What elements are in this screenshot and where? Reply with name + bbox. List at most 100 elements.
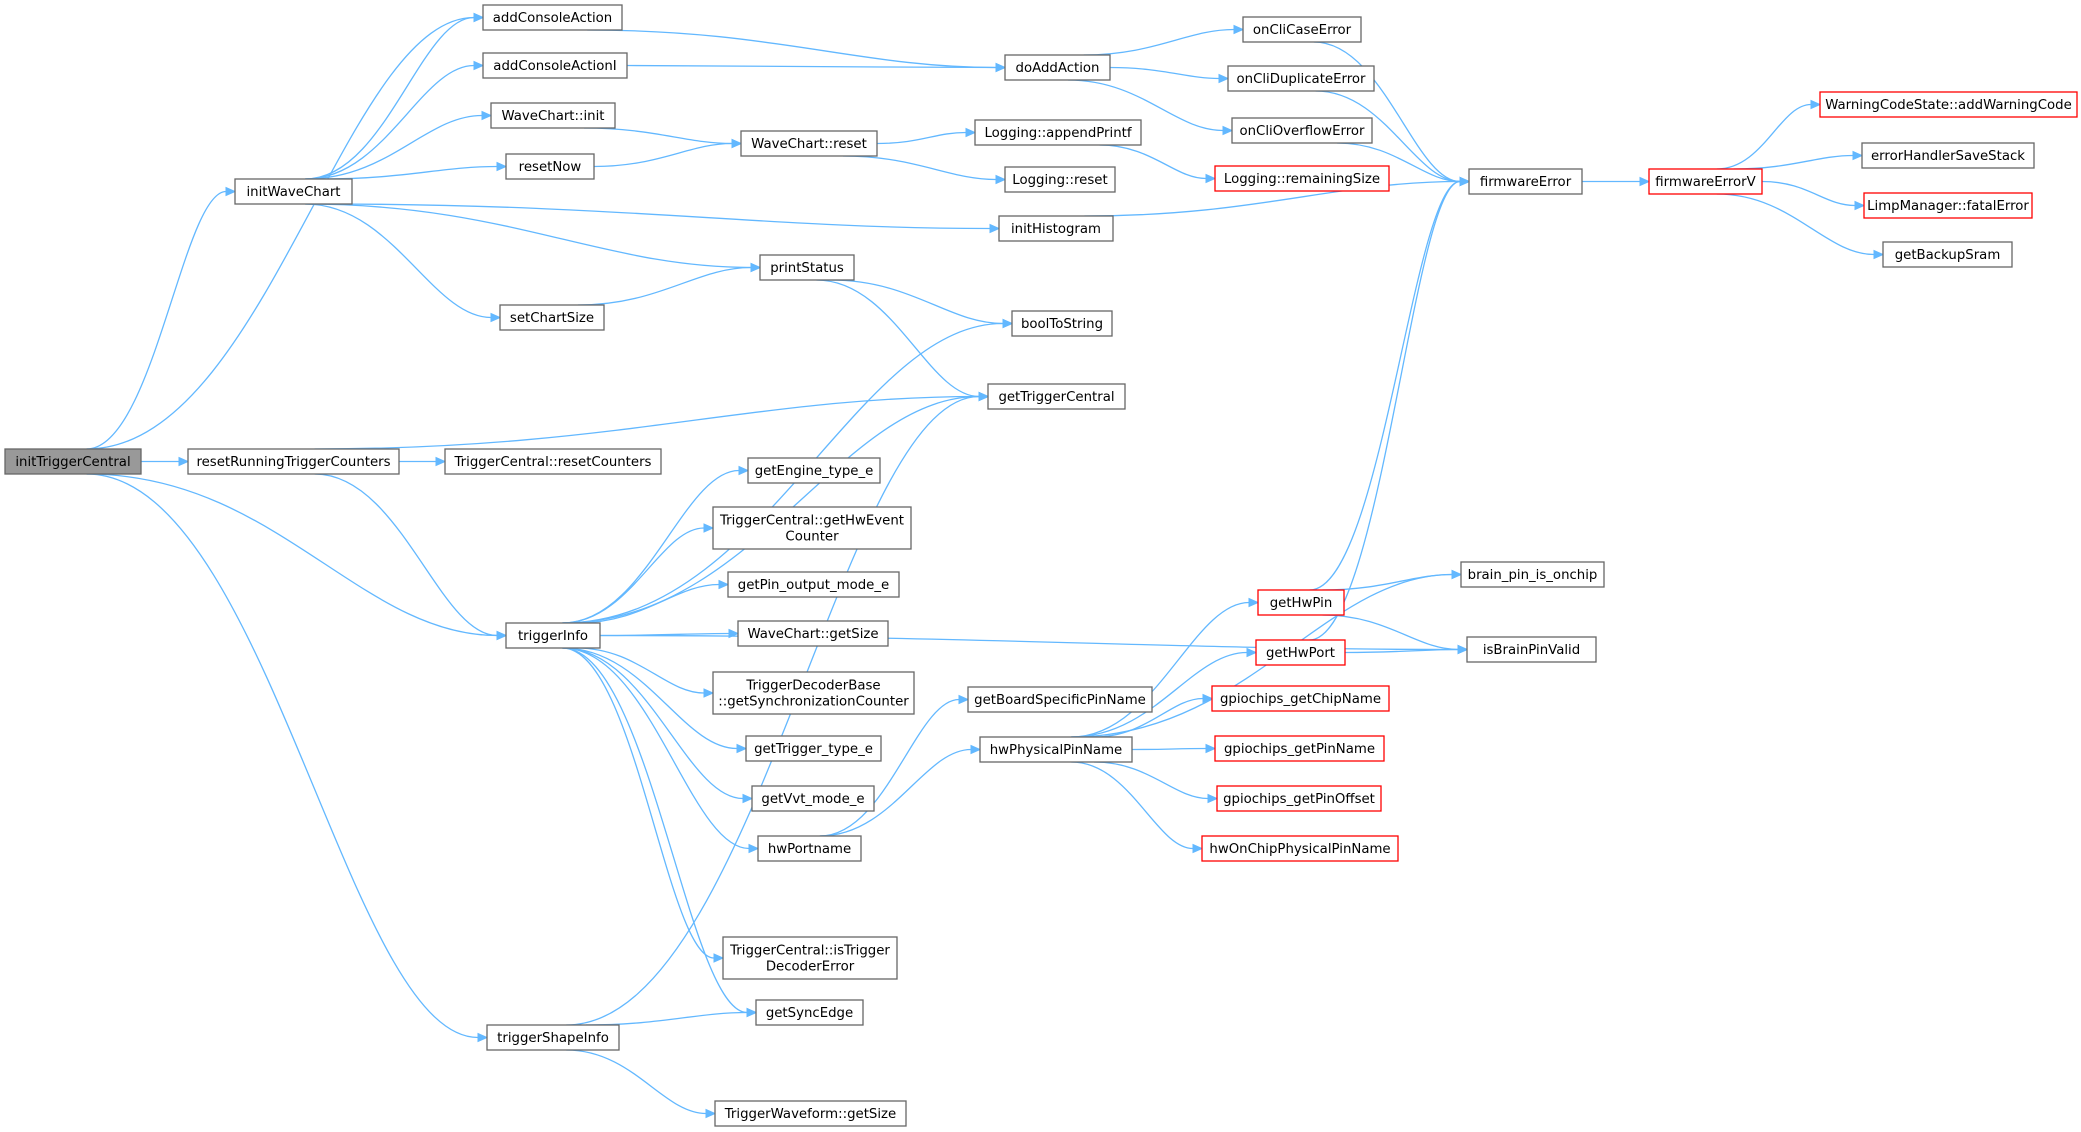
node-label: gpiochips_getPinOffset [1223,792,1375,807]
edge-print-status-to-bool-to-string [830,279,1014,329]
edge-line [1083,28,1235,56]
node-get-vvt-mode-e[interactable]: getVvt_mode_e [751,785,875,812]
node-wave-chart-get-size[interactable]: WaveChart::getSize [737,620,889,647]
node-logging-append-printf[interactable]: Logging::appendPrintf [974,119,1142,146]
edge-line [1309,180,1461,641]
node-do-add-action[interactable]: doAddAction [1004,54,1111,81]
node-warning-code-state-add-warning-code[interactable]: WarningCodeState::addWarningCode [1819,91,2078,118]
edge-hw-portname-to-get-board-specific-pin-name [819,694,970,837]
edge-hw-physical-pin-name-to-gpiochips-get-pin-name [1131,743,1217,754]
node-box [1004,166,1116,193]
node-init-trigger-central[interactable]: initTriggerCentral [4,448,142,475]
node-box [1863,192,2033,219]
edge-line [1322,573,1453,591]
node-add-console-action[interactable]: addConsoleAction [482,4,623,31]
edge-arrowhead [989,223,1001,234]
node-get-backup-sram[interactable]: getBackupSram [1882,241,2013,268]
node-wave-chart-init[interactable]: WaveChart::init [490,102,616,129]
node-init-wave-chart[interactable]: initWaveChart [234,178,353,205]
node-bool-to-string[interactable]: boolToString [1011,310,1113,337]
node-reset-now[interactable]: resetNow [505,153,595,180]
node-get-engine-type-e[interactable]: getEngine_type_e [747,457,881,484]
node-on-cli-overflow-error[interactable]: onCliOverflowError [1231,117,1373,144]
node-trigger-info[interactable]: triggerInfo [505,622,601,649]
node-label: TriggerCentral::isTrigger [729,944,890,959]
edge-line [1716,193,1875,256]
node-box [740,130,878,157]
node-box [1648,168,1763,195]
node-set-chart-size[interactable]: setChartSize [499,304,605,331]
node-gpiochips-get-pin-name[interactable]: gpiochips_getPinName [1214,735,1385,762]
node-firmware-error-v[interactable]: firmwareErrorV [1648,168,1763,195]
node-get-trigger-type-e[interactable]: getTrigger_type_e [745,735,882,762]
node-trigger-waveform-get-size[interactable]: TriggerWaveform::getSize [714,1100,907,1127]
node-label: initWaveChart [246,185,340,200]
node-box [490,102,616,129]
node-label: getVvt_mode_e [761,792,864,807]
node-trigger-central-reset-counters[interactable]: TriggerCentral::resetCounters [444,448,662,475]
node-label: getBackupSram [1895,248,2001,263]
node-label: resetNow [519,160,582,175]
node-label: onCliDuplicateError [1237,72,1367,87]
node-label: TriggerDecoderBase [745,679,880,694]
node-is-brain-pin-valid[interactable]: isBrainPinValid [1466,636,1597,663]
edge-arrowhead [490,312,502,323]
node-get-pin-output-mode-e[interactable]: getPin_output_mode_e [727,571,900,598]
node-box [1257,589,1345,616]
edge-hw-physical-pin-name-to-gpiochips-get-pin-offset [1093,761,1219,804]
node-brain-pin-is-onchip[interactable]: brain_pin_is_onchip [1460,561,1605,588]
node-box [1882,241,2013,268]
edge-line [1322,614,1459,651]
node-trigger-decoder-base-get-synchronization-counter[interactable]: TriggerDecoderBase::getSynchronizationCo… [712,671,915,715]
edge-trigger-info-to-trigger-decoder-base-get-synchronization-counter [576,647,715,698]
node-reset-running-trigger-counters[interactable]: resetRunningTriggerCounters [187,448,400,475]
node-label: hwPhysicalPinName [990,743,1122,758]
node-gpiochips-get-chip-name[interactable]: gpiochips_getChipName [1211,685,1390,712]
edge-arrowhead [473,12,485,23]
node-get-hw-pin[interactable]: getHwPin [1257,589,1345,616]
node-get-board-specific-pin-name[interactable]: getBoardSpecificPinName [967,686,1153,713]
node-firmware-error[interactable]: firmwareError [1468,168,1583,195]
node-hw-portname[interactable]: hwPortname [757,835,862,862]
node-get-trigger-central[interactable]: getTriggerCentral [987,383,1126,410]
edge-trigger-info-to-get-trigger-type-e [562,647,748,754]
edge-reset-running-trigger-counters-to-trigger-central-reset-counters [398,456,447,467]
edge-line [1336,142,1461,183]
node-limp-manager-fatal-error[interactable]: LimpManager::fatalError [1863,192,2033,219]
node-gpiochips-get-pin-offset[interactable]: gpiochips_getPinOffset [1216,785,1382,812]
edge-line [1067,79,1224,132]
edge-arrowhead [1459,176,1471,187]
edge-arrowhead [1002,318,1014,329]
edge-line [1071,761,1194,850]
edge-line [819,748,972,837]
node-trigger-shape-info[interactable]: triggerShapeInfo [486,1024,620,1051]
node-box [759,254,855,281]
node-get-hw-port[interactable]: getHwPort [1255,639,1346,666]
node-add-console-action-i[interactable]: addConsoleActionI [482,52,628,79]
node-wave-chart-reset[interactable]: WaveChart::reset [740,130,878,157]
node-get-sync-edge[interactable]: getSyncEdge [755,999,864,1026]
node-label: WaveChart::reset [751,137,867,152]
edge-line [1084,180,1461,217]
edge-hw-physical-pin-name-to-get-hw-port [1071,647,1258,738]
node-label: getPin_output_mode_e [738,578,889,593]
node-on-cli-duplicate-error[interactable]: onCliDuplicateError [1227,65,1375,92]
node-print-status[interactable]: printStatus [759,254,855,281]
node-label: firmwareErrorV [1655,175,1755,190]
node-init-histogram[interactable]: initHistogram [998,215,1114,242]
node-label: TriggerWaveform::getSize [724,1107,896,1122]
node-hw-physical-pin-name[interactable]: hwPhysicalPinName [979,736,1133,763]
node-box [745,735,882,762]
node-on-cli-case-error[interactable]: onCliCaseError [1242,16,1362,43]
edge-line [305,114,483,180]
node-label: initHistogram [1011,222,1101,237]
node-error-handler-save-stack[interactable]: errorHandlerSaveStack [1861,142,2035,169]
node-logging-reset[interactable]: Logging::reset [1004,166,1116,193]
node-label: triggerInfo [518,629,588,644]
edge-reset-now-to-wave-chart-reset [593,138,743,168]
edge-arrowhead [718,579,730,590]
node-logging-remaining-size[interactable]: Logging::remainingSize [1214,165,1390,192]
node-hw-on-chip-physical-pin-name[interactable]: hwOnChipPhysicalPinName [1201,835,1399,862]
